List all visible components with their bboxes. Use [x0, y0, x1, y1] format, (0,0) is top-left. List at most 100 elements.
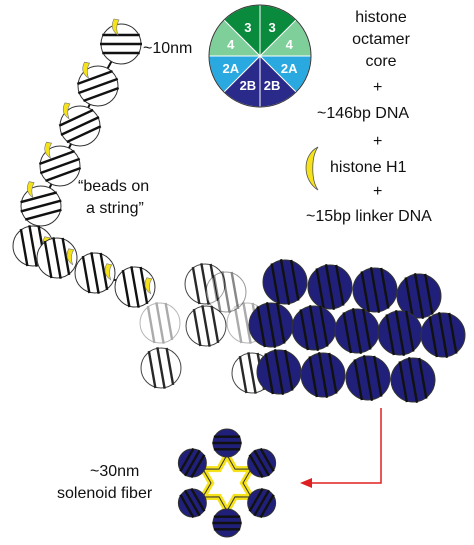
label-octamer-line1: histone	[355, 9, 407, 26]
nucleosome	[140, 347, 182, 389]
dna-wrap	[77, 77, 119, 95]
label-146bp-dna: ~146bp DNA	[317, 105, 410, 122]
dna-wrap	[256, 306, 267, 348]
dna-wrap	[334, 264, 345, 306]
dna-wrap	[372, 355, 383, 397]
dna-wrap	[190, 454, 206, 479]
dna-wrap	[66, 125, 102, 144]
nucleosome	[262, 259, 308, 305]
dna-wrap	[39, 157, 81, 175]
dna-wrap	[289, 259, 300, 301]
dna-wrap	[238, 355, 248, 394]
dna-wrap	[413, 273, 425, 319]
dna-wrap	[164, 302, 174, 341]
plus-2: +	[373, 133, 383, 150]
nucleosome	[205, 271, 247, 313]
dna-wrap	[179, 494, 195, 519]
nucleosome	[334, 308, 380, 354]
nucleosome	[377, 310, 423, 356]
octamer-segment-label: 2A	[222, 61, 239, 76]
dna-wrap	[259, 447, 275, 472]
dna-wrap	[156, 347, 166, 389]
histone-h1	[111, 18, 120, 36]
histone-h1	[82, 61, 90, 79]
dna-wrap	[385, 314, 396, 356]
nucleosome	[256, 349, 302, 395]
dna-wrap	[259, 494, 275, 519]
octamer-segment-label: 4	[286, 37, 294, 52]
dna-wrap	[90, 252, 100, 294]
dna-wrap	[83, 86, 120, 102]
plus-1: +	[373, 79, 383, 96]
dna-wrap	[417, 357, 428, 399]
dna-wrap	[20, 199, 62, 213]
plus-3: +	[373, 183, 383, 200]
octamer-segment-label: 2B	[264, 78, 281, 93]
dna-wrap	[201, 305, 211, 347]
dna-wrap	[233, 305, 243, 344]
nucleosome	[20, 181, 62, 227]
nucleosome	[74, 252, 116, 294]
dna-wrap	[38, 150, 75, 166]
nucleosome	[177, 447, 207, 479]
dna-wrap	[183, 449, 201, 477]
label-solenoid-line1: ~30nm	[90, 463, 140, 480]
dna-wrap	[191, 266, 201, 305]
dna-wrap	[179, 447, 195, 472]
nucleosome	[139, 302, 181, 344]
nucleosome	[396, 273, 442, 319]
histone-h1	[144, 277, 153, 295]
dna-wrap	[52, 237, 62, 279]
dna-wrap	[58, 108, 94, 127]
dna-wrap	[308, 305, 320, 351]
condensed-fiber-nucleosomes	[248, 259, 466, 403]
dna-wrap	[121, 269, 131, 308]
dna-wrap	[437, 312, 449, 358]
histone-h1	[104, 263, 113, 281]
nucleosome	[420, 312, 466, 358]
dna-wrap	[212, 274, 222, 313]
nucleosome	[300, 352, 346, 398]
dna-wrap	[279, 259, 291, 305]
dna-wrap	[139, 266, 149, 305]
dna-wrap	[394, 310, 406, 356]
nucleosome	[212, 508, 242, 538]
dna-wrap	[45, 166, 82, 182]
linker-core	[197, 448, 257, 518]
fiber-to-solenoid-arrow	[300, 408, 382, 488]
nucleosome	[58, 102, 102, 147]
nucleosome-core	[139, 302, 181, 344]
octamer-segment-label: 2B	[240, 78, 257, 93]
dna-wrap	[24, 208, 62, 221]
dna-wrap	[360, 271, 371, 313]
dna-wrap	[61, 237, 71, 276]
beads-on-string	[12, 18, 156, 308]
nucleosome	[76, 61, 120, 107]
dna-wrap	[43, 240, 53, 279]
dna-wrap	[324, 264, 336, 310]
dna-wrap	[327, 352, 338, 394]
dna-wrap	[147, 350, 157, 389]
nucleosome	[185, 305, 227, 347]
dna-wrap	[146, 305, 156, 344]
dna-wrap	[308, 356, 319, 398]
histone-h1	[44, 141, 52, 159]
label-beads-line2: a string”	[86, 200, 144, 217]
dna-wrap	[423, 273, 434, 315]
dna-wrap	[155, 302, 165, 344]
dna-wrap	[353, 359, 364, 401]
label-octamer-line2: octamer	[352, 31, 410, 48]
histone-h1	[27, 181, 35, 199]
dna-wrap	[20, 191, 58, 204]
octamer-segment-label: 3	[244, 20, 251, 35]
label-linker-dna: ~15bp linker DNA	[306, 208, 432, 225]
dna-wrap	[210, 305, 220, 344]
dna-wrap	[99, 252, 109, 291]
dna-wrap	[247, 352, 257, 394]
nucleosome	[307, 264, 353, 310]
dna-wrap	[317, 352, 329, 398]
nucleosome	[248, 302, 294, 348]
